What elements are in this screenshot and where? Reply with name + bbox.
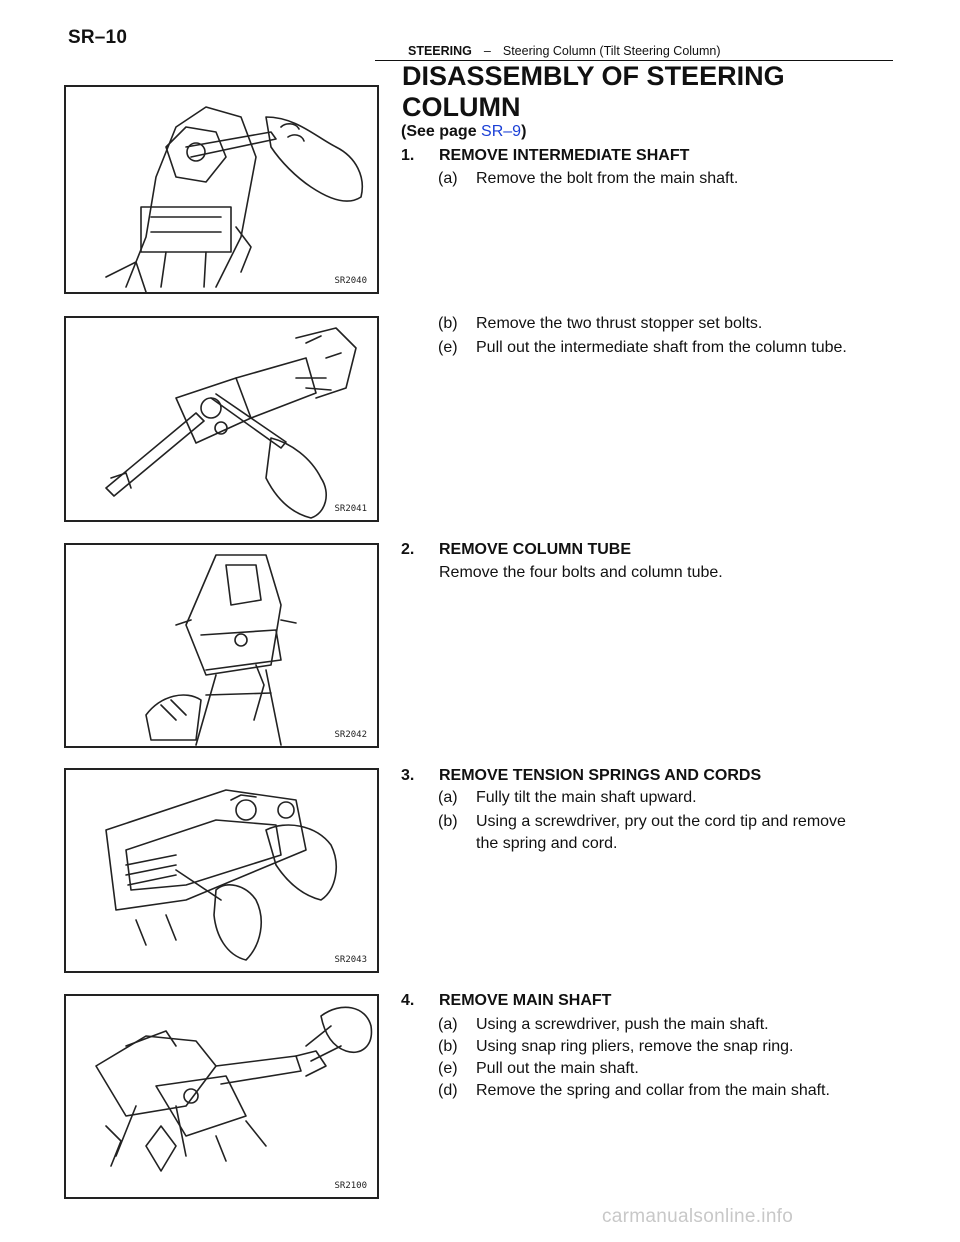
step-4-title: 4. REMOVE MAIN SHAFT [401, 992, 611, 1010]
header-separator: – [483, 44, 491, 58]
header-section: STEERING [408, 44, 472, 58]
page-label: SR–10 [68, 27, 128, 48]
header-rule [375, 60, 893, 61]
figure-code: SR2042 [334, 730, 367, 740]
step-1-substep-e: (e) Pull out the intermediate shaft from … [438, 337, 847, 359]
substep-text: Using snap ring pliers, remove the snap … [476, 1038, 794, 1055]
page-title: DISASSEMBLY OF STEERING COLUMN [402, 61, 785, 122]
step-4-substep-e: (e) Pull out the main shaft. [438, 1058, 639, 1080]
step-2-text: Remove the four bolts and column tube. [439, 564, 723, 581]
step-1-substep-b: (b) Remove the two thrust stopper set bol… [438, 313, 762, 335]
illustration-main-shaft [95, 1006, 373, 1172]
step-1-title: 1. REMOVE INTERMEDIATE SHAFT [401, 147, 689, 165]
header-title: STEERING–Steering Column (Tilt Steering … [408, 44, 721, 58]
figure-code: SR2100 [334, 1181, 367, 1191]
substep-text: Pull out the intermediate shaft from the… [476, 339, 847, 356]
step-3-substep-b: (b) Using a screwdriver, pry out the cord… [438, 811, 846, 855]
substep-tag: (a) [438, 170, 458, 187]
step-4-substep-d: (d) Remove the spring and collar from the… [438, 1080, 830, 1102]
substep-text: Fully tilt the main shaft upward. [476, 789, 697, 806]
step-2-heading: REMOVE COLUMN TUBE [439, 541, 631, 558]
substep-tag: (b) [438, 1038, 458, 1055]
see-page-reference: (See page SR–9) [401, 123, 526, 141]
step-4-heading: REMOVE MAIN SHAFT [439, 992, 612, 1009]
substep-text: Using a screwdriver, push the main shaft… [476, 1016, 769, 1033]
figure-code: SR2040 [334, 276, 367, 286]
substep-tag: (e) [438, 1060, 458, 1077]
see-page-suffix: ) [521, 123, 527, 140]
step-1-number: 1. [401, 147, 415, 164]
substep-text: Remove the spring and collar from the ma… [476, 1082, 830, 1099]
header-subsection: Steering Column (Tilt Steering Column) [502, 44, 721, 58]
see-page-prefix: (See page [401, 123, 482, 140]
illustration-remove-bolt [105, 106, 363, 292]
step-2-title: 2. REMOVE COLUMN TUBE [401, 541, 631, 559]
figure-code: SR2041 [334, 504, 367, 514]
substep-text: Using a screwdriver, pry out the cord ti… [476, 813, 846, 830]
step-3-heading: REMOVE TENSION SPRINGS AND CORDS [439, 767, 762, 784]
step-3-title: 3. REMOVE TENSION SPRINGS AND CORDS [401, 767, 761, 785]
illustration-column-tube [145, 554, 297, 746]
illustration-tension-springs [105, 789, 337, 961]
step-3-number: 3. [401, 767, 415, 784]
substep-tag: (a) [438, 789, 458, 806]
figure-remove-thrust-stopper: SR2041 [64, 316, 379, 522]
step-4-substep-b: (b) Using snap ring pliers, remove the sn… [438, 1036, 794, 1058]
substep-tag: (d) [438, 1082, 458, 1099]
see-page-link[interactable]: SR–9 [481, 123, 522, 140]
step-1-heading: REMOVE INTERMEDIATE SHAFT [439, 147, 690, 164]
figure-code: SR2043 [334, 955, 367, 965]
figure-remove-bolt: SR2040 [64, 85, 379, 294]
substep-tag: (b) [438, 315, 458, 332]
figure-remove-column-tube: SR2042 [64, 543, 379, 748]
step-4-substep-a: (a) Using a screwdriver, push the main sh… [438, 1014, 769, 1036]
substep-text-continued: the spring and cord. [476, 835, 618, 852]
step-3-substep-a: (a) Fully tilt the main shaft upward. [438, 787, 697, 809]
illustration-thrust-stopper [105, 327, 357, 519]
substep-text: Remove the bolt from the main shaft. [476, 170, 739, 187]
substep-text: Pull out the main shaft. [476, 1060, 639, 1077]
substep-tag: (a) [438, 1016, 458, 1033]
step-2-number: 2. [401, 541, 415, 558]
figure-remove-main-shaft: SR2100 [64, 994, 379, 1199]
substep-text: Remove the two thrust stopper set bolts. [476, 315, 763, 332]
step-4-number: 4. [401, 992, 415, 1009]
watermark: carmanualsonline.info [602, 1206, 794, 1227]
substep-tag: (b) [438, 813, 458, 830]
figure-remove-tension-springs: SR2043 [64, 768, 379, 973]
substep-tag: (e) [438, 339, 458, 356]
step-1-substep-a: (a) Remove the bolt from the main shaft. [438, 168, 738, 190]
